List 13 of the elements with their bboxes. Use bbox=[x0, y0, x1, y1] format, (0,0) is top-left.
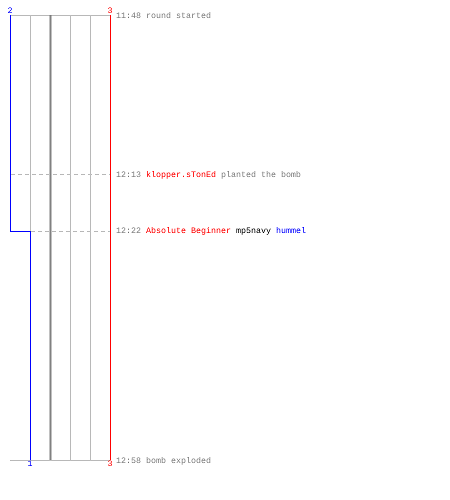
track-number: 1 bbox=[26, 459, 34, 469]
event-text: 11:48 round started bbox=[116, 11, 211, 21]
event-text: 12:58 bomb exploded bbox=[116, 456, 211, 466]
event-time: 12:22 bbox=[116, 226, 141, 236]
player-name: mp5navy bbox=[236, 226, 271, 236]
player-name: hummel bbox=[276, 226, 306, 236]
track-number: 3 bbox=[106, 6, 114, 16]
player-name: Absolute Beginner bbox=[146, 226, 231, 236]
track-number: 3 bbox=[106, 459, 114, 469]
track-number: 2 bbox=[6, 6, 14, 16]
event-text: planted the bomb bbox=[220, 170, 301, 180]
event-time: 12:13 bbox=[116, 170, 141, 180]
player-name: klopper.sTonEd bbox=[146, 170, 216, 180]
